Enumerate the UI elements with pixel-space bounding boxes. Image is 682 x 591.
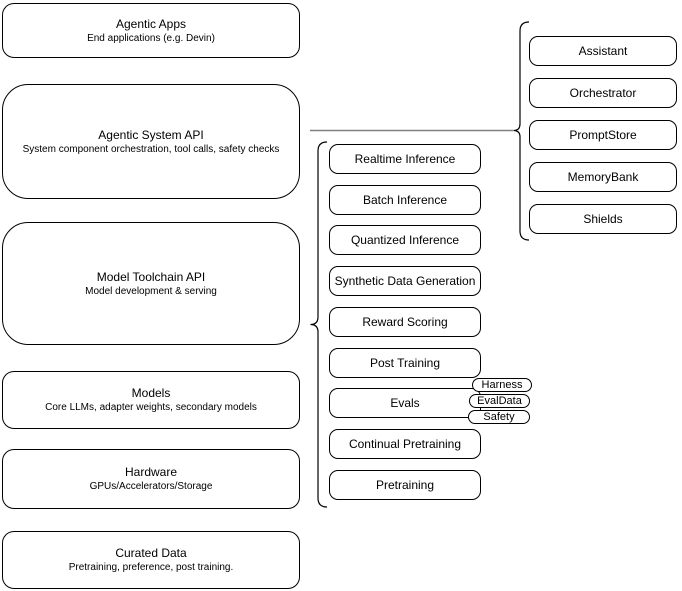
tag-label: EvalData bbox=[477, 395, 522, 407]
tag-label: Safety bbox=[483, 411, 515, 423]
node-label: Synthetic Data Generation bbox=[334, 274, 476, 288]
toolchain-brace bbox=[310, 141, 328, 508]
node-label: PromptStore bbox=[569, 128, 637, 142]
node-curated-data: Curated Data Pretraining, preference, po… bbox=[2, 531, 300, 589]
node-subtitle: Core LLMs, adapter weights, secondary mo… bbox=[45, 402, 257, 413]
node-subtitle: GPUs/Accelerators/Storage bbox=[89, 481, 213, 492]
node-label: Quantized Inference bbox=[350, 233, 460, 247]
node-models: Models Core LLMs, adapter weights, secon… bbox=[2, 371, 300, 429]
node-title: Hardware bbox=[124, 465, 178, 479]
system-brace bbox=[513, 21, 530, 241]
node-title: Agentic System API bbox=[98, 127, 204, 142]
node-memorybank: MemoryBank bbox=[529, 162, 677, 192]
node-subtitle: Model development & serving bbox=[85, 285, 217, 297]
node-agentic-system-api: Agentic System API System component orch… bbox=[2, 84, 300, 199]
node-realtime-inference: Realtime Inference bbox=[329, 144, 481, 174]
node-orchestrator: Orchestrator bbox=[529, 78, 677, 108]
tag-label: Harness bbox=[481, 379, 523, 391]
node-title: Model Toolchain API bbox=[96, 269, 206, 284]
node-evals-tag-evaldata: EvalData bbox=[469, 394, 530, 408]
node-hardware: Hardware GPUs/Accelerators/Storage bbox=[2, 449, 300, 509]
node-evals-tag-safety: Safety bbox=[468, 410, 530, 424]
node-label: Reward Scoring bbox=[362, 315, 448, 329]
node-agentic-apps: Agentic Apps End applications (e.g. Devi… bbox=[2, 3, 300, 58]
node-label: Orchestrator bbox=[569, 86, 637, 100]
node-label: Realtime Inference bbox=[354, 152, 456, 166]
node-subtitle: End applications (e.g. Devin) bbox=[87, 32, 215, 44]
node-title: Models bbox=[131, 386, 171, 400]
node-title: Curated Data bbox=[115, 546, 187, 560]
node-model-toolchain-api: Model Toolchain API Model development & … bbox=[2, 222, 300, 345]
node-label: Assistant bbox=[578, 44, 628, 58]
node-batch-inference: Batch Inference bbox=[329, 185, 481, 215]
node-evals-tag-harness: Harness bbox=[472, 378, 532, 392]
node-label: Pretraining bbox=[375, 478, 435, 492]
node-shields: Shields bbox=[529, 204, 677, 234]
node-continual-pretraining: Continual Pretraining bbox=[329, 429, 481, 459]
node-synthetic-data-generation: Synthetic Data Generation bbox=[329, 266, 481, 296]
node-label: Evals bbox=[390, 396, 420, 410]
node-evals: Evals bbox=[329, 388, 481, 418]
node-label: Batch Inference bbox=[362, 193, 448, 207]
node-label: Continual Pretraining bbox=[348, 437, 462, 451]
node-subtitle: System component orchestration, tool cal… bbox=[22, 143, 280, 155]
node-quantized-inference: Quantized Inference bbox=[329, 225, 481, 255]
node-label: Shields bbox=[583, 212, 623, 226]
node-assistant: Assistant bbox=[529, 36, 677, 66]
node-pretraining: Pretraining bbox=[329, 470, 481, 500]
node-subtitle: Pretraining, preference, post training. bbox=[68, 562, 234, 573]
node-label: MemoryBank bbox=[567, 170, 639, 184]
node-post-training: Post Training bbox=[329, 348, 481, 378]
node-label: Post Training bbox=[369, 356, 441, 370]
node-title: Agentic Apps bbox=[115, 16, 187, 31]
node-promptstore: PromptStore bbox=[529, 120, 677, 150]
node-reward-scoring: Reward Scoring bbox=[329, 307, 481, 337]
